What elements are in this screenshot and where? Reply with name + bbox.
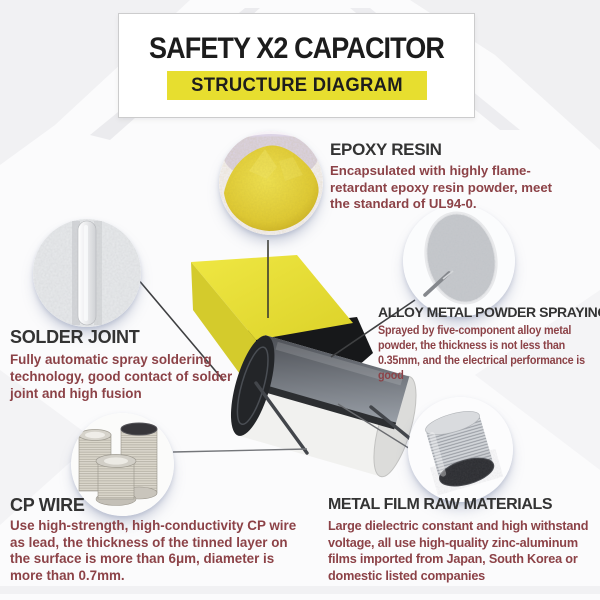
callout-line-alloy: [330, 299, 416, 358]
alloy-powder-photo: [403, 205, 515, 317]
background-polygon: [410, 0, 600, 150]
metal-film-heading: METAL FILM RAW MATERIALS: [328, 496, 553, 513]
alloy-metal-heading: ALLOY METAL POWDER SPRAYING: [378, 304, 600, 320]
background-band: [0, 586, 600, 594]
callout-line-metalfilm: [337, 403, 416, 453]
section-cp-wire: CP WIRE Use high-strength, high-conducti…: [10, 494, 306, 584]
wire-spools-graphic: [71, 413, 174, 516]
metal-film-body: Large dielectric constant and high withs…: [328, 518, 589, 583]
cp-wire-heading: CP WIRE: [10, 495, 85, 515]
epoxy-resin-body: Encapsulated with highly flame-retardant…: [330, 163, 553, 211]
subtitle-banner: STRUCTURE DIAGRAM: [166, 71, 427, 100]
sprayed-end-graphic: [403, 205, 515, 317]
film-roll: [230, 335, 417, 478]
epoxy-resin-heading: EPOXY RESIN: [330, 140, 442, 159]
metal-film-photo: [408, 397, 513, 502]
alloy-metal-body: Sprayed by five-component alloy metal po…: [378, 324, 585, 382]
epoxy-powder-graphic: [219, 131, 323, 235]
page-title: SAFETY X2 CAPACITOR: [149, 32, 445, 65]
film-roll-metallized-top: [251, 335, 410, 425]
capacitor-lead-left: [254, 381, 309, 455]
capacitor-case-top: [191, 255, 353, 340]
callout-line-solder: [136, 277, 225, 382]
film-roll-graphic: [408, 397, 513, 502]
section-solder-joint: SOLDER JOINT Fully automatic spray solde…: [10, 326, 242, 402]
cp-wire-body: Use high-strength, high-conductivity CP …: [10, 518, 297, 583]
section-epoxy-resin: EPOXY RESIN Encapsulated with highly fla…: [330, 139, 570, 213]
background-polygon: [0, 370, 95, 525]
solder-joint-photo: [33, 219, 141, 327]
capacitor-case-front: [191, 262, 256, 396]
background-polygon: [475, 290, 600, 470]
epoxy-resin-photo: [219, 131, 323, 235]
title-card: SAFETY X2 CAPACITOR STRUCTURE DIAGRAM: [118, 13, 475, 118]
solder-surface-graphic: [33, 219, 141, 327]
film-roll-winding: [236, 346, 269, 426]
section-alloy-metal: ALLOY METAL POWDER SPRAYING Sprayed by f…: [378, 303, 600, 383]
film-roll-left-end: [230, 335, 275, 436]
film-roll-highlight: [275, 341, 403, 386]
cp-wire-photo: [71, 413, 174, 516]
solder-joint-heading: SOLDER JOINT: [10, 327, 140, 347]
callout-line-cpwire: [172, 448, 308, 453]
section-metal-film: METAL FILM RAW MATERIALS Large dielectri…: [328, 494, 598, 584]
solder-joint-body: Fully automatic spray soldering technolo…: [10, 352, 233, 401]
